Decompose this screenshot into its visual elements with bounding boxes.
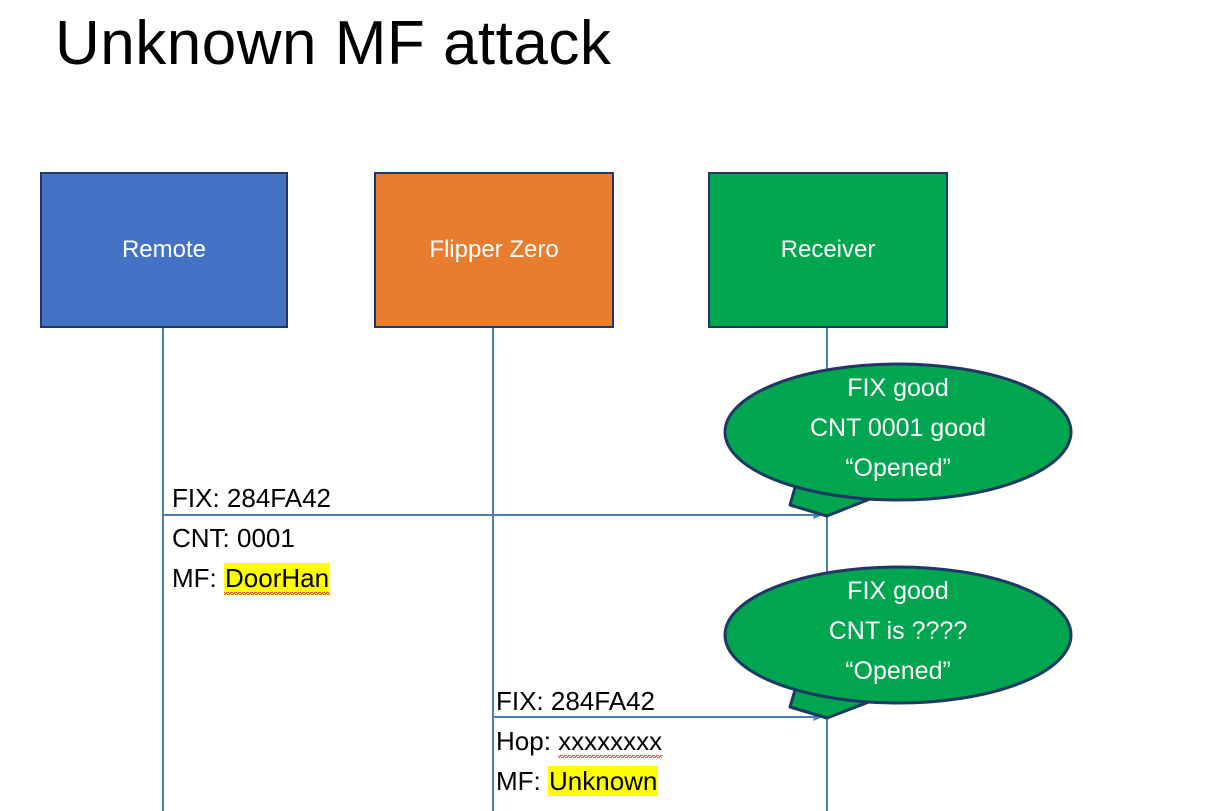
actor-label-receiver: Receiver [780, 236, 876, 263]
message-2-line-1-prefix: FIX: [496, 686, 551, 716]
actor-box-flipper[interactable]: Flipper Zero [374, 172, 614, 328]
actor-label-remote: Remote [121, 236, 207, 263]
message-2-line-3-prefix: MF: [496, 766, 548, 796]
actor-box-receiver[interactable]: Receiver [708, 172, 948, 328]
message-2-line-2-prefix: Hop: [496, 726, 559, 756]
speech-bubble-2 [723, 565, 1073, 705]
page-title: Unknown MF attack [55, 9, 612, 78]
speech-bubble-1 [723, 362, 1073, 502]
message-1-line-2: CNT: 0001 [172, 518, 295, 558]
message-1-line-1-value: 284FA42 [226, 483, 331, 513]
message-2-line-2: Hop: xxxxxxxx [496, 721, 663, 761]
message-2-line-3-value: Unknown [548, 766, 659, 796]
actor-label-flipper: Flipper Zero [429, 236, 559, 263]
actor-box-remote[interactable]: Remote [40, 172, 288, 328]
message-1-line-3-value: DoorHan [224, 563, 331, 595]
message-1-line-2-value: 0001 [237, 523, 295, 553]
message-1-line-2-prefix: CNT: [172, 523, 237, 553]
message-1-line-1: FIX: 284FA42 [172, 478, 331, 518]
message-1-line-1-prefix: FIX: [172, 483, 227, 513]
message-2-line-3: MF: Unknown [496, 761, 659, 801]
message-2-line-2-value: xxxxxxxx [558, 726, 663, 758]
message-2-line-1-value: 284FA42 [550, 686, 655, 716]
message-1-line-3: MF: DoorHan [172, 558, 331, 598]
message-1-line-3-prefix: MF: [172, 563, 224, 593]
message-2-line-1: FIX: 284FA42 [496, 681, 655, 721]
